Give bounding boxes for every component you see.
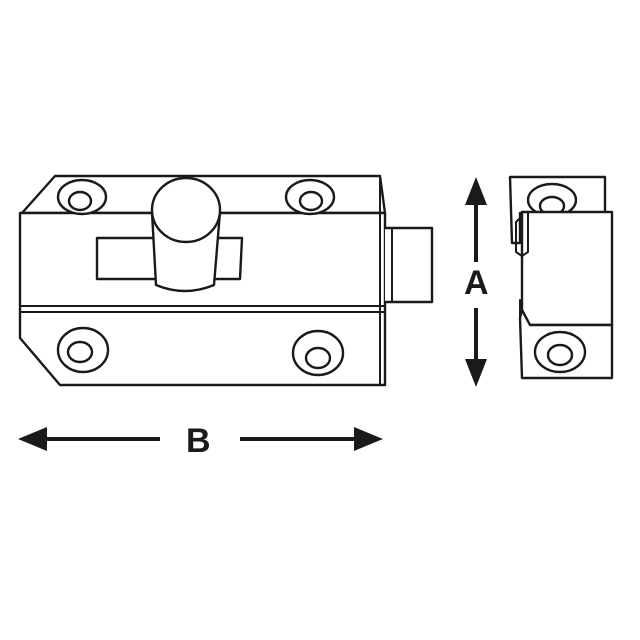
dimension-b-label: B: [186, 422, 211, 460]
keeper-screw-hole-bottom: [533, 330, 587, 374]
bolt-screw-hole-top-left: [56, 178, 108, 216]
keeper: [508, 175, 614, 380]
bolt-screw-hole-bottom-left: [56, 326, 110, 374]
bolt-knob: [150, 176, 222, 293]
dimension-a-arrow: [465, 177, 487, 387]
dimension-b-arrow: [18, 427, 383, 451]
dimension-a-label: A: [464, 264, 489, 302]
bolt-screw-hole-bottom-right: [291, 329, 345, 377]
bolt-screw-hole-top-right: [284, 178, 336, 216]
bolt-slide-bar: [383, 226, 434, 304]
keeper-front-box: [520, 210, 614, 327]
